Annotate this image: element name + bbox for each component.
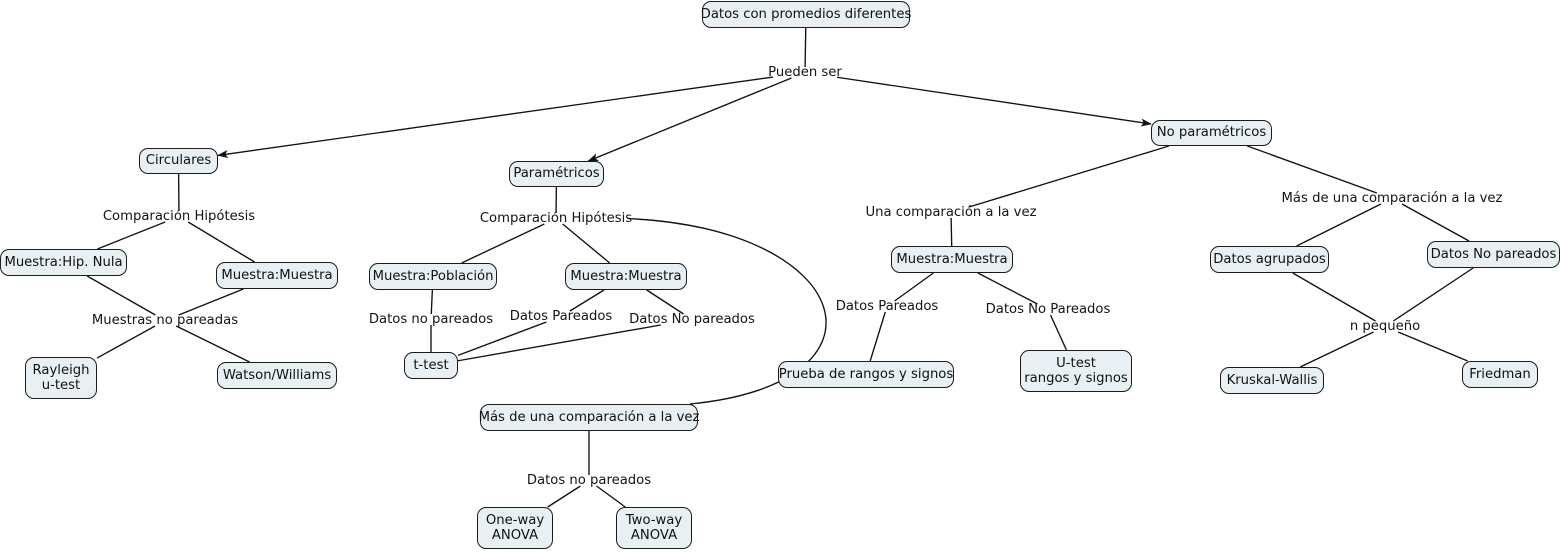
edge-noparametricos-to-l_una [968,145,1170,208]
edge-l_dnp3-to-p_oneway [547,485,581,508]
edge-p_mm-to-l_dp1 [569,289,605,312]
edge-l_mas-to-np_agrupados [1296,203,1382,247]
node-p_oneway[interactable]: One-way ANOVA [477,507,553,549]
edge-c_mm-to-l_mnp [178,288,244,316]
link-label-l_dnp3: Datos no pareados [526,473,652,488]
link-label-l_ch2: Comparación Hipótesis [479,211,633,226]
node-np_nopareados[interactable]: Datos No pareados [1427,241,1560,268]
node-p_mas[interactable]: Más de una comparación a la vez [479,404,699,431]
edge-p_mp-to-l_dnp1 [430,289,434,315]
edge-l_ch1-to-c_mm [187,221,255,263]
node-np_prueba[interactable]: Prueba de rangos y signos [778,361,954,388]
link-label-l_una: Una comparación a la vez [865,205,1037,220]
node-c_watson[interactable]: Watson/Williams [217,362,337,389]
node-p_ttest[interactable]: t-test [404,352,458,379]
edge-l_mas-to-np_nopareados [1401,203,1470,242]
node-p_mp[interactable]: Muestra:Población [369,263,497,290]
edge-noparametricos-to-l_mas [1247,145,1378,194]
edge-l_dnp3-to-p_twoway [596,485,626,508]
edge-l_una-to-np_mm [950,217,953,247]
edge-l_mnp-to-c_watson [175,325,250,363]
edge-l_ch2-to-p_mm [562,223,611,264]
link-label-l_dp1: Datos Pareados [509,309,613,324]
node-noparametricos[interactable]: No paramétricos [1151,120,1272,146]
link-label-l_dnp4: Datos No Pareados [985,302,1111,317]
edge-l_dnp2-to-p_ttest [457,324,661,362]
node-parametricos[interactable]: Paramétricos [509,161,604,187]
edge-l_pueden-to-noparametricos [836,76,1152,127]
edge-l_npeq-to-np_friedman [1397,331,1468,362]
edge-np_mm-to-l_dnp4 [977,272,1038,305]
node-p_twoway[interactable]: Two-way ANOVA [616,507,692,549]
node-np_agrupados[interactable]: Datos agrupados [1210,246,1329,273]
link-label-l_dnp2: Datos No pareados [629,312,755,327]
edge-root-to-l_pueden [804,27,807,68]
link-label-l_mnp: Muestras no pareadas [91,313,239,328]
edge-np_nopareados-to-l_npeq [1392,267,1474,322]
node-np_utest[interactable]: U-test rangos y signos [1020,350,1132,392]
link-label-l_dnp1: Datos no pareados [368,312,494,327]
node-circulares[interactable]: Circulares [139,148,218,174]
edge-l_npeq-to-np_kruskal [1299,331,1374,368]
node-p_mm[interactable]: Muestra:Muestra [565,263,687,290]
node-c_rayleigh[interactable]: Rayleigh u-test [25,357,97,399]
edge-c_mhn-to-l_mnp [86,275,156,316]
edge-p_mm-to-l_dnp2 [646,289,684,315]
edge-l_pueden-to-parametricos [587,77,792,162]
edge-l_ch1-to-c_mhn [97,221,166,250]
link-label-l_npeq: n pequeño [1349,319,1421,334]
node-np_mm[interactable]: Muestra:Muestra [891,246,1013,273]
link-label-l_dp2: Datos Pareados [835,299,939,314]
link-label-l_mas: Más de una comparación a la vez [1281,191,1503,206]
link-label-l_ch1: Comparación Hipótesis [102,209,256,224]
node-np_kruskal[interactable]: Kruskal-Wallis [1220,367,1324,394]
node-c_mhn[interactable]: Muestra:Hip. Nula [0,249,127,276]
edge-l_dnp4-to-np_utest [1049,314,1068,351]
node-np_friedman[interactable]: Friedman [1462,361,1538,388]
link-label-l_pueden: Pueden ser [768,65,842,80]
edge-l_dp2-to-np_prueba [869,311,886,362]
edge-l_pueden-to-circulares [217,76,774,158]
edge-l_ch2-to-p_mp [461,223,545,264]
edge-np_agrupados-to-l_npeq [1292,272,1376,322]
node-c_mm[interactable]: Muestra:Muestra [216,262,338,289]
edge-l_mnp-to-c_rayleigh [96,325,156,359]
node-root[interactable]: Datos con promedios diferentes [701,1,911,28]
edge-np_mm-to-l_dp2 [894,272,934,302]
